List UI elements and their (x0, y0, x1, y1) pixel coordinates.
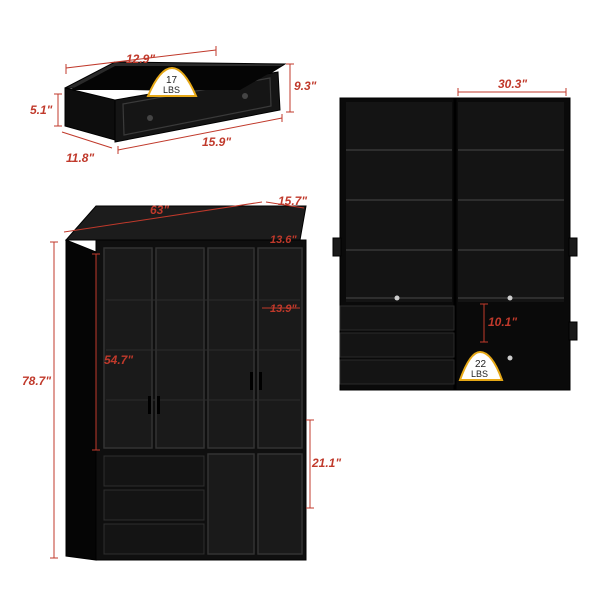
open-door-hinges (332, 237, 578, 341)
drawer-front-height-label: 5.1" (30, 103, 53, 117)
front-lower-height-label: 21.1" (311, 456, 341, 470)
open-drawer-gap-label: 10.1" (488, 315, 517, 329)
open-width-label: 30.3" (498, 77, 527, 91)
right-bay (458, 102, 564, 302)
glass-shelves (106, 299, 300, 401)
drawer-depth-label: 11.8" (66, 151, 94, 165)
open-weight-value: 22 (475, 359, 487, 370)
drawer-width-label: 12.9" (126, 52, 155, 66)
drawer-knob-left (147, 115, 153, 121)
open-weight-badge: 22 LBS (458, 350, 504, 381)
front-door-width-label: 13.9" (270, 303, 297, 315)
front-total-height-label: 78.7" (22, 374, 51, 388)
open-drawers-left (339, 295, 513, 385)
front-depth-label: 15.7" (278, 194, 307, 208)
front-cabinet-view: 63" 15.7" 13.6" 13.9" 54.7" 78.7" 21.1" (22, 194, 341, 561)
front-width-label: 63" (150, 203, 169, 217)
drawer-detail: 12.9" 9.3" 5.1" 11.8" 15.9" 17 LBS (30, 46, 317, 165)
upper-glass-doors (103, 247, 303, 449)
drawer-height-label: 9.3" (294, 79, 317, 93)
front-shelf-depth-label: 13.6" (270, 234, 297, 246)
drawer-weight-value: 17 (166, 75, 178, 86)
drawer-weight-badge: 17 LBS (146, 66, 198, 97)
lower-glass-doors (207, 453, 303, 555)
open-weight-unit: LBS (471, 369, 488, 379)
drawer-outer-width-label: 15.9" (202, 135, 231, 149)
open-cabinet-view: 30.3" 10.1" 22 LBS (332, 77, 578, 391)
drawer-weight-unit: LBS (163, 85, 180, 95)
front-cabinet-side (65, 239, 97, 561)
front-upper-height-label: 54.7" (104, 353, 133, 367)
drawer-knob-right (242, 93, 248, 99)
front-drawers (103, 455, 205, 555)
drawer-side (64, 87, 116, 141)
left-bay (346, 102, 452, 302)
